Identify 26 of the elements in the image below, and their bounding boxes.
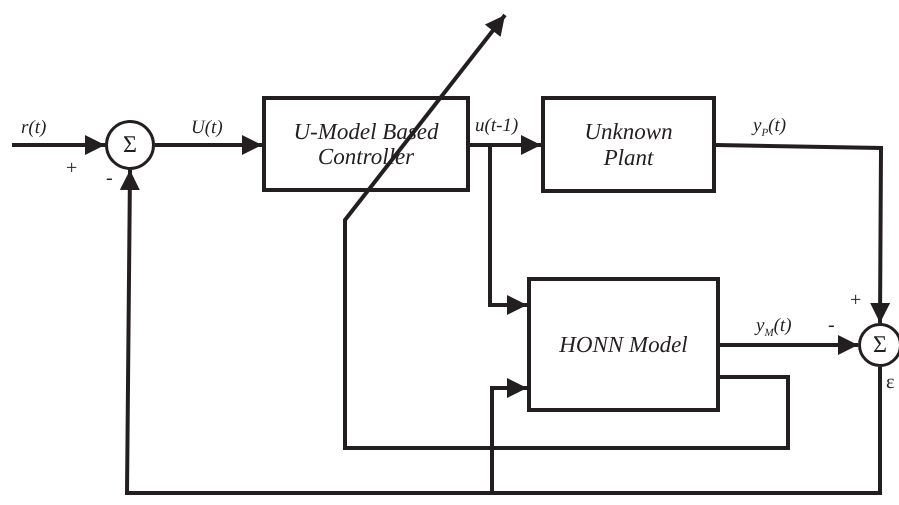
signal-label: U(t) bbox=[190, 118, 224, 137]
signal-label: u(t-1) bbox=[474, 116, 520, 135]
connector-arrow bbox=[470, 143, 527, 315]
block-label: Unknown Plant bbox=[583, 119, 674, 170]
signal-label: y$_{M}$(t) bbox=[755, 316, 793, 339]
process-box bbox=[527, 277, 720, 412]
sign-label: - bbox=[106, 168, 113, 188]
summing-junction bbox=[858, 323, 899, 367]
block-label: HONN Model bbox=[559, 332, 688, 358]
connector-arrow bbox=[720, 335, 858, 355]
sign-label: + bbox=[66, 158, 78, 178]
sign-label: - bbox=[828, 315, 835, 335]
connector-arrow bbox=[490, 367, 882, 495]
process-box bbox=[541, 96, 716, 193]
sigma-symbol: Σ bbox=[873, 332, 887, 358]
process-box bbox=[262, 96, 470, 192]
summing-junction bbox=[105, 120, 155, 170]
arrow bbox=[343, 14, 790, 450]
signal-label: y$_{P}$(t) bbox=[752, 116, 788, 139]
sigma-symbol: Σ bbox=[123, 132, 137, 158]
connector-arrow bbox=[155, 135, 262, 155]
error-label: ε bbox=[886, 372, 894, 392]
arrow bbox=[12, 135, 105, 155]
signal-label: r(t) bbox=[20, 118, 48, 137]
sign-label: + bbox=[850, 290, 862, 310]
connector-arrow bbox=[716, 143, 890, 324]
